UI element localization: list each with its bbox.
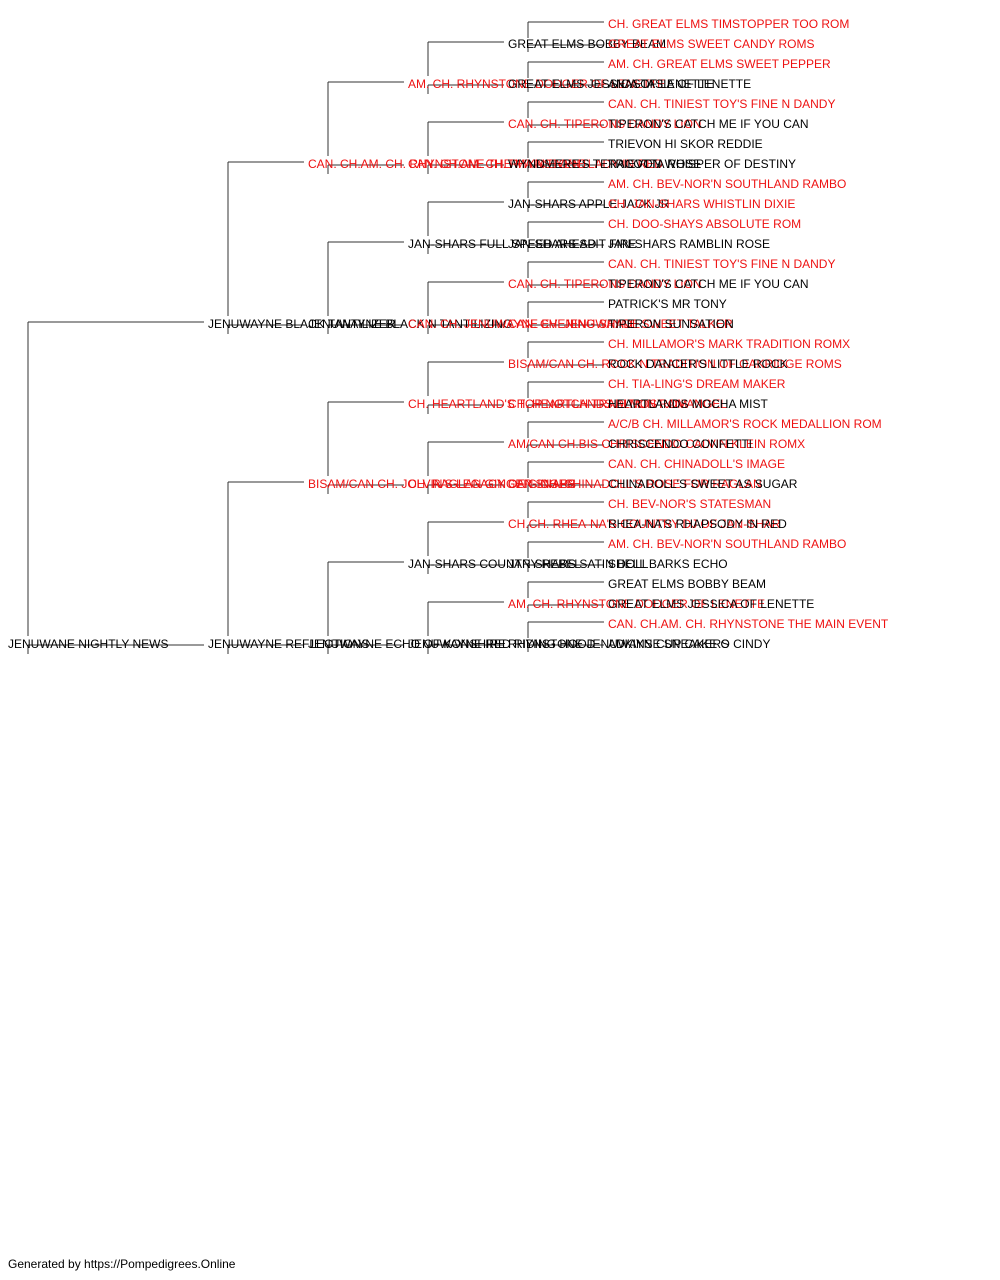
ggg-grandparent-name: CAN. CH. CHINADOLL'S IMAGE [608,457,785,471]
great-grandparent-name: CAN. CH. JENUWAYNE EVENING SHADE [408,317,641,331]
gg-grandparent-name: JAN-SHARS SPIT FIRE [508,237,637,251]
parent-name: JENUWAYNE REFLECTIONS [208,637,370,651]
gg-grandparent-name: JAN-SHARS APPLE JACK JR [508,197,670,211]
great-grandparent-name: CAN. CH.AM. CH. RHYNSTONE LADY IN RED [408,157,663,171]
ggg-grandparent-name: JAN-SHARS RAMBLIN ROSE [608,237,771,251]
ggg-grandparent-name: CH. GREAT ELMS TIMSTOPPER TOO ROM [608,17,850,31]
ggg-grandparent-name: GREAT ELMS SWEET CANDY ROMS [608,37,815,51]
ggg-grandparent-name: CH. JAN-SHARS WHISTLIN DIXIE [608,197,796,211]
ggg-grandparent-name: AM. CH. BEV-NOR'N SOUTHLAND RAMBO [608,537,847,551]
great-grandparent-name: JAN-SHARS FULL SPEED AHEAD [408,237,597,251]
dog-name: JENUWANE NIGHTLY NEWS [8,637,169,651]
ggg-grandparent-name: PATRICK'S MR TONY [608,297,727,311]
grandparent-name: JENUWAYNE BLACK N TANTILIZING [308,317,513,331]
ggg-grandparent-name: TRIEVON HI SKOR REDDIE [608,137,763,151]
grandparent-name: BISAM/CAN CH. JOLVIN'S LEGACY OF GINGER [308,477,576,491]
ggg-grandparent-name: TIPERON SUNSATION [608,317,734,331]
gg-grandparent-name: RHYNSTONE JENUWAYNE SNEAKERS [508,637,730,651]
gg-grandparent-name: GREAT ELMS BOBBY BEAM [508,37,667,51]
ggg-grandparent-name: CH. MILLAMOR'S MARK TRADITION ROMX [608,337,851,351]
great-grandparent-name: CH. HEARTLAND'S TOP NOTCH TRADITION ROM [408,397,688,411]
ggg-grandparent-name: AM. CH. GREAT ELMS SWEET PEPPER [608,57,831,71]
ggg-grandparent-name: CAN. CH. TINIEST TOY'S FINE N DANDY [608,257,836,271]
gg-grandparent-name: CH.CH. RHEA-NA'S COUNTRY DJ OF JAN-SHAR [508,517,781,531]
gg-grandparent-name: AM/CAN CH.BIS CHRISCENDO CALVIN KLEIN RO… [508,437,806,451]
ggg-grandparent-name: CH. DOO-SHAYS ABSOLUTE ROM [608,217,802,231]
great-grandparent-name: JENUWAYNE RED RIDING HOOD [408,637,596,651]
gg-grandparent-name: CAN. CH. TIPERONS DANDY LION [508,117,702,131]
ggg-grandparent-name: ANASTASIA OF LENETTE [608,77,752,91]
gg-grandparent-name: AM. CH. RHYNSTONE DODGER OF LENETTE [508,597,766,611]
gg-grandparent-name: CAN. CH. TIPERONS DANDY LION [508,277,702,291]
ggg-grandparent-name: CAN. CH.AM. CH. RHYNSTONE THE MAIN EVENT [608,617,889,631]
ggg-grandparent-name: GREAT ELMS BOBBY BEAM [608,577,767,591]
ggg-grandparent-name: HEARTLANDS MOCHA MIST [608,397,768,411]
gg-grandparent-name: JAN-SHARS SATIN DOLL [508,557,649,571]
gg-grandparent-name: CH. HEARTLANDS ALMOST AN ANGEL [508,397,727,411]
ggg-grandparent-name: CAN. CH. TINIEST TOY'S FINE N DANDY [608,97,836,111]
ggg-grandparent-name: RHEA-NA'S RHAPSODY IN RED [608,517,787,531]
footer-credit: Generated by https://Pompedigrees.Online [8,1257,236,1271]
ggg-grandparent-name: CH. TIA-LING'S DREAM MAKER [608,377,786,391]
ggg-grandparent-name: SHELL BARKS ECHO [608,557,728,571]
gg-grandparent-name: GREAT ELMS JESSICA OF LENETTE [508,77,715,91]
gg-grandparent-name: WYNDMERE'S TERACOTTA ROSE [508,157,702,171]
grandparent-name: JENUWAYNE ECHO OF KONSHIRE [308,637,507,651]
gg-grandparent-name: CAN. CH. JENUWAYNE SWEET TALKER [508,317,733,331]
ggg-grandparent-name: TIPERON'S CATCH ME IF YOU CAN [608,117,809,131]
ggg-grandparent-name: CH. BEV-NOR'S STATESMAN [608,497,772,511]
gg-grandparent-name: BISAM/CAN CH. ROCK N TRADITION OF OAKRID… [508,357,842,371]
ggg-grandparent-name: TIPERON'S CATCH ME IF YOU CAN [608,277,809,291]
great-grandparent-name: CH. RAGLAN GINGER SNAPS [408,477,577,491]
ggg-grandparent-name: AM. CH. BEV-NOR'N SOUTHLAND RAMBO [608,177,847,191]
ggg-grandparent-name: CHRISCENDO CONFETTI [608,437,752,451]
great-grandparent-name: JAN-SHARS COUNTRY REBEL [408,557,581,571]
ggg-grandparent-name: TRIEVON WHISPER OF DESTINY [608,157,797,171]
ggg-grandparent-name: ADKINS CUP CAKE O CINDY [608,637,771,651]
ggg-grandparent-name: ROCK DANCER'S LITTLE ROCK [608,357,788,371]
ggg-grandparent-name: GREAT ELMS JESSICA OF LENETTE [608,597,815,611]
ggg-grandparent-name: CHINADOLL'S SWEET AS SUGAR [608,477,798,491]
gg-grandparent-name: CAN. CH. CHINADOLL'S ROSE FOR RAGLAN [508,477,762,491]
great-grandparent-name: AM. CH. RHYNSTONE DODGER OF LENETTE [408,77,666,91]
ggg-grandparent-name: A/C/B CH. MILLAMOR'S ROCK MEDALLION ROM [608,417,882,431]
parent-name: JENUWAYNE BLACK TANTILIZER [208,317,396,331]
grandparent-name: CAN. CH.AM. CH. RHYNSTONE THE MAIN EVENT [308,157,589,171]
